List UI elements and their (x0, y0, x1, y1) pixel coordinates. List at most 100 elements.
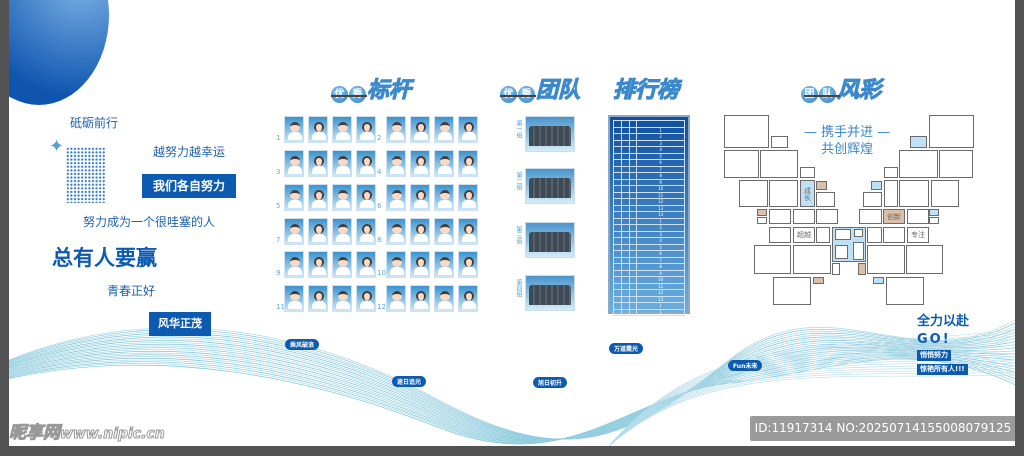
person-photo (332, 218, 352, 245)
team-label: 第二组 (515, 172, 522, 190)
photo-group-number: 3 (276, 168, 281, 176)
person-photo (308, 285, 328, 312)
photo-frame (835, 229, 851, 240)
title-underline (331, 95, 367, 97)
person-photo (284, 150, 304, 177)
person-photo (356, 116, 376, 143)
photo-frame (835, 245, 848, 259)
person-photo (434, 251, 454, 278)
person-photo (332, 150, 352, 177)
photo-group-number: 5 (276, 202, 281, 210)
title-underline (500, 95, 536, 97)
title-text: 标杆 (366, 77, 412, 104)
photo-frame (813, 277, 824, 284)
title-team: 优秀团队 (500, 72, 581, 104)
photo-frame (907, 209, 929, 224)
photo-frame (760, 150, 798, 178)
person-photo (434, 184, 454, 211)
photo-frame (816, 192, 835, 207)
photo-frame (884, 167, 898, 178)
watermark-url: www.nipic.cn (60, 426, 166, 443)
person-photo (356, 218, 376, 245)
person-photo (356, 184, 376, 211)
person-photo (458, 150, 478, 177)
photo-frame (858, 263, 866, 275)
dot-grid (66, 147, 106, 203)
wave-label: Fun未来 (728, 360, 763, 371)
team-photo (525, 116, 575, 152)
photo-frame (867, 227, 882, 243)
badge-char: 秀 (518, 86, 535, 103)
badge-quiet-effort: 悄悄努力 (917, 350, 951, 361)
slogan-4: 努力成为一个很哇塞的人 (83, 215, 216, 229)
person-photo (332, 116, 352, 143)
photo-frame (853, 242, 864, 260)
wave-line (608, 344, 1015, 446)
person-photo (356, 251, 376, 278)
design-canvas: 砥砺前行 ✦ 越努力越幸运 我们各自努力 努力成为一个很哇塞的人 总有人要赢 青… (9, 0, 1015, 446)
photo-group-number: 12 (377, 303, 386, 311)
team-label: 第三组 (515, 226, 522, 244)
go-text: GO! (917, 332, 951, 347)
photo-frame (859, 209, 882, 224)
slogan-2: 越努力越幸运 (153, 145, 226, 159)
photo-frame (816, 181, 827, 190)
photo-frame (867, 245, 905, 274)
photo-frame (929, 209, 939, 216)
person-photo (410, 251, 430, 278)
logo-text: 昵享网 (9, 423, 61, 444)
team-photo (525, 275, 575, 311)
photo-frame (854, 229, 863, 237)
photo-frame (757, 209, 767, 216)
person-photo (332, 184, 352, 211)
person-photo (458, 184, 478, 211)
photo-frame (931, 180, 959, 207)
ranking-row: 1 (613, 308, 685, 316)
badge-char: 优 (500, 86, 517, 103)
photo-frame (771, 136, 788, 148)
person-photo (386, 150, 406, 177)
wave-line (608, 335, 1015, 446)
photo-frame (863, 192, 882, 207)
team-label: 第一组 (515, 120, 522, 138)
person-photo (284, 285, 304, 312)
photo-frame (910, 136, 927, 148)
person-photo (356, 285, 376, 312)
butterfly-slogan: — 携手并进 — 共创辉煌 (804, 125, 891, 157)
photo-frame (769, 227, 791, 243)
photo-frame (739, 180, 768, 207)
photo-frame (793, 245, 831, 274)
ranking-header-row (613, 120, 685, 128)
title-ranking: 排行榜 (612, 77, 680, 104)
slogan-line-2: 共创辉煌 (821, 142, 874, 157)
team-photo (525, 222, 575, 258)
photo-group-number: 10 (377, 269, 386, 277)
wave-line (9, 358, 1015, 445)
person-photo (284, 218, 304, 245)
photo-frame (906, 245, 943, 274)
photo-frame-labeled: 成长 (800, 180, 815, 207)
slogan-line-1: 携手并进 (821, 125, 874, 140)
photo-frame (769, 209, 791, 224)
photo-group-number: 7 (276, 236, 281, 244)
photo-group-number: 2 (377, 134, 382, 142)
slogan-6: 青春正好 (107, 284, 156, 298)
wave-line (608, 359, 1015, 446)
image-id-badge: ID:11917314 NO:20250714155008079125 (750, 416, 1015, 441)
person-photo (308, 184, 328, 211)
wave-line (608, 338, 1015, 446)
photo-frame (899, 150, 938, 178)
rank-cell: 1 (636, 308, 685, 316)
title-team-style: 团队风彩 (801, 72, 882, 104)
badge-amaze-all: 惊艳所有人!!! (917, 364, 968, 375)
wave-line (608, 329, 1015, 446)
photo-group-number: 6 (377, 202, 382, 210)
person-photo (284, 251, 304, 278)
sparkle-icon: ✦ (49, 136, 65, 157)
person-photo (386, 116, 406, 143)
person-photo (308, 116, 328, 143)
watermark-logo: 昵享网www.nipic.cn (9, 418, 166, 444)
person-photo (332, 251, 352, 278)
photo-frame (929, 217, 939, 224)
photo-frame (832, 263, 840, 275)
